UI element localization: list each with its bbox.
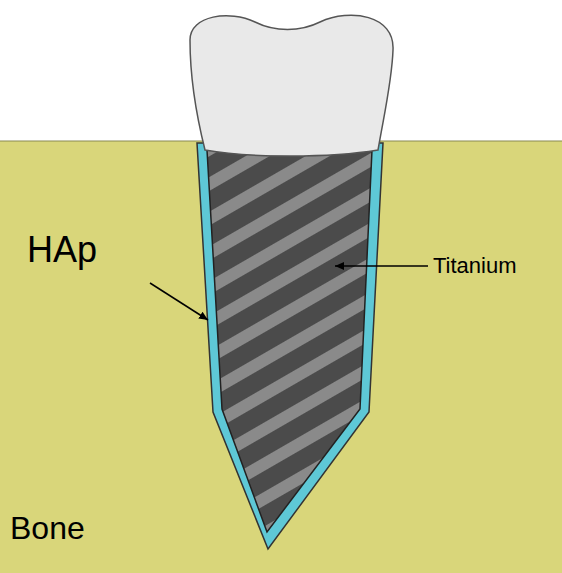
leader-line [150, 283, 208, 320]
bone-region [0, 141, 562, 573]
part-label: HAp [27, 232, 97, 268]
titanium-implant [207, 150, 372, 532]
part-label: Titanium [433, 255, 517, 277]
crown [190, 15, 393, 156]
leader-line [335, 265, 428, 267]
region-label: Bone [10, 512, 85, 544]
hap-coating [197, 143, 383, 549]
